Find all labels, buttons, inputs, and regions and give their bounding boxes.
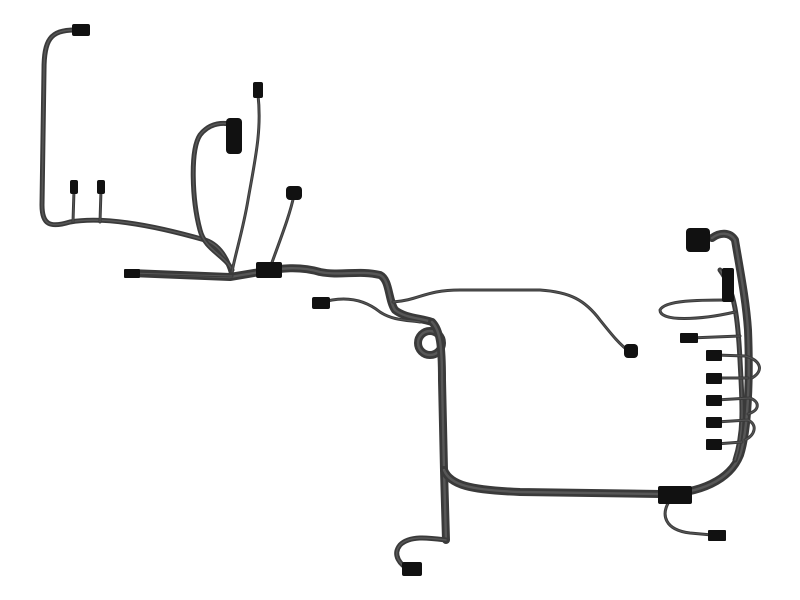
- wire-highlight: [99, 189, 102, 223]
- connector-long-branch-end: [624, 344, 638, 358]
- wire-highlight: [41, 29, 233, 276]
- connector-upper-loop: [226, 118, 242, 154]
- connector-bottom-clamp: [658, 486, 692, 504]
- wire-highlight: [659, 299, 736, 319]
- wire-highlight: [72, 189, 75, 223]
- connector-right-422: [706, 417, 722, 428]
- wire-highlight: [430, 320, 448, 542]
- wire-bottom-right-lead: [663, 498, 714, 537]
- wire-right-loop: [658, 298, 737, 320]
- connector-small-2: [97, 180, 105, 194]
- connector-large-right: [686, 228, 710, 252]
- harness-connectors: [70, 24, 734, 576]
- connector-right-400: [706, 395, 722, 406]
- wire-highlight: [715, 419, 755, 441]
- harness-wires: [39, 27, 761, 573]
- wire-highlight: [319, 298, 421, 323]
- connector-right-338: [680, 333, 698, 343]
- wire-highlight: [715, 354, 760, 379]
- connector-right-upper: [286, 186, 302, 200]
- connector-left-lead: [124, 269, 140, 278]
- wire-highlight: [664, 499, 713, 536]
- wire-highlight: [129, 272, 233, 277]
- connector-right-355: [706, 350, 722, 361]
- connector-mid: [312, 297, 330, 309]
- connector-small-1: [70, 180, 78, 194]
- connector-right-444: [706, 439, 722, 450]
- wire-highlight: [715, 397, 758, 415]
- wire-highlight: [128, 267, 434, 324]
- connector-clamp: [256, 262, 282, 278]
- wire-highlight: [392, 289, 631, 353]
- wire-highlight: [192, 122, 234, 271]
- connector-bottom-right: [708, 530, 726, 541]
- connector-right-vertical: [722, 268, 734, 302]
- wire-highlight: [442, 232, 750, 496]
- wire-highlight: [689, 335, 741, 339]
- wire-highlight: [231, 94, 260, 273]
- connector-top-tall: [253, 82, 263, 98]
- connector-top-left: [72, 24, 90, 36]
- wire-bottom-trunk: [440, 229, 753, 498]
- wire-highlight: [269, 194, 295, 269]
- connector-bottom-hook: [402, 562, 422, 576]
- connector-right-378: [706, 373, 722, 384]
